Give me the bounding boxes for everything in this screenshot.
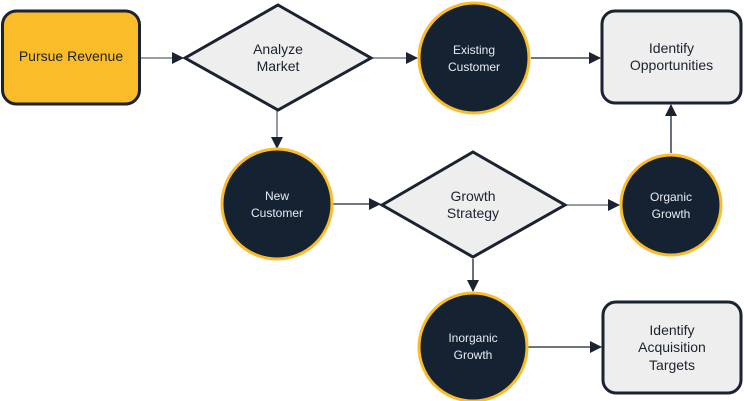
node-analyze-market-shape[interactable] bbox=[181, 3, 375, 112]
node-analyze-market-label: Analyze Market bbox=[215, 30, 341, 86]
connectors bbox=[141, 52, 677, 353]
analyze-market-line2: Market bbox=[256, 58, 300, 74]
node-pursue-revenue-shape[interactable] bbox=[1, 9, 141, 106]
pursue-revenue-text: Pursue Revenue bbox=[18, 48, 124, 65]
node-existing-customer-shape[interactable] bbox=[417, 1, 531, 115]
growth-strategy-line2: Strategy bbox=[446, 205, 500, 221]
analyze-market-line1: Analyze bbox=[253, 40, 303, 57]
node-identify-acquisition-targets-label: Identify Acquisition Targets bbox=[603, 310, 741, 386]
acquisition-targets-line1: Identify bbox=[649, 321, 695, 338]
inorganic-growth-line2: Growth bbox=[453, 348, 493, 362]
growth-strategy-line1: Growth bbox=[450, 187, 496, 204]
node-identify-acquisition-targets-shape[interactable] bbox=[601, 300, 743, 395]
acquisition-targets-line2: Acquisition bbox=[638, 339, 706, 356]
organic-growth-line1: Organic bbox=[649, 190, 693, 205]
node-new-customer-label: New Customer bbox=[227, 180, 327, 230]
existing-customer-line2: Customer bbox=[447, 60, 500, 74]
node-identify-opportunities-label: Identify Opportunities bbox=[602, 22, 741, 92]
organic-growth-line2: Growth bbox=[651, 207, 691, 221]
node-organic-growth-label: Organic Growth bbox=[626, 181, 716, 231]
node-identify-opportunities-shape[interactable] bbox=[600, 9, 743, 105]
acquisition-targets-line3: Targets bbox=[649, 356, 695, 373]
node-existing-customer-label: Existing Customer bbox=[424, 34, 524, 84]
node-organic-growth-shape[interactable] bbox=[619, 153, 723, 257]
node-growth-strategy-shape[interactable] bbox=[378, 150, 569, 259]
existing-customer-line1: Existing bbox=[452, 43, 496, 58]
node-pursue-revenue-label: Pursue Revenue bbox=[2, 10, 140, 104]
identify-opportunities-line2: Opportunities bbox=[629, 57, 714, 73]
identify-opportunities-line1: Identify bbox=[648, 39, 695, 56]
node-growth-strategy-label: Growth Strategy bbox=[410, 176, 536, 234]
node-inorganic-growth-label: Inorganic Growth bbox=[423, 322, 523, 372]
new-customer-line1: New bbox=[264, 189, 289, 204]
new-customer-line2: Customer bbox=[250, 206, 303, 220]
inorganic-growth-line1: Inorganic bbox=[448, 331, 498, 346]
node-inorganic-growth-shape[interactable] bbox=[417, 291, 529, 401]
node-new-customer-shape[interactable] bbox=[220, 147, 334, 261]
